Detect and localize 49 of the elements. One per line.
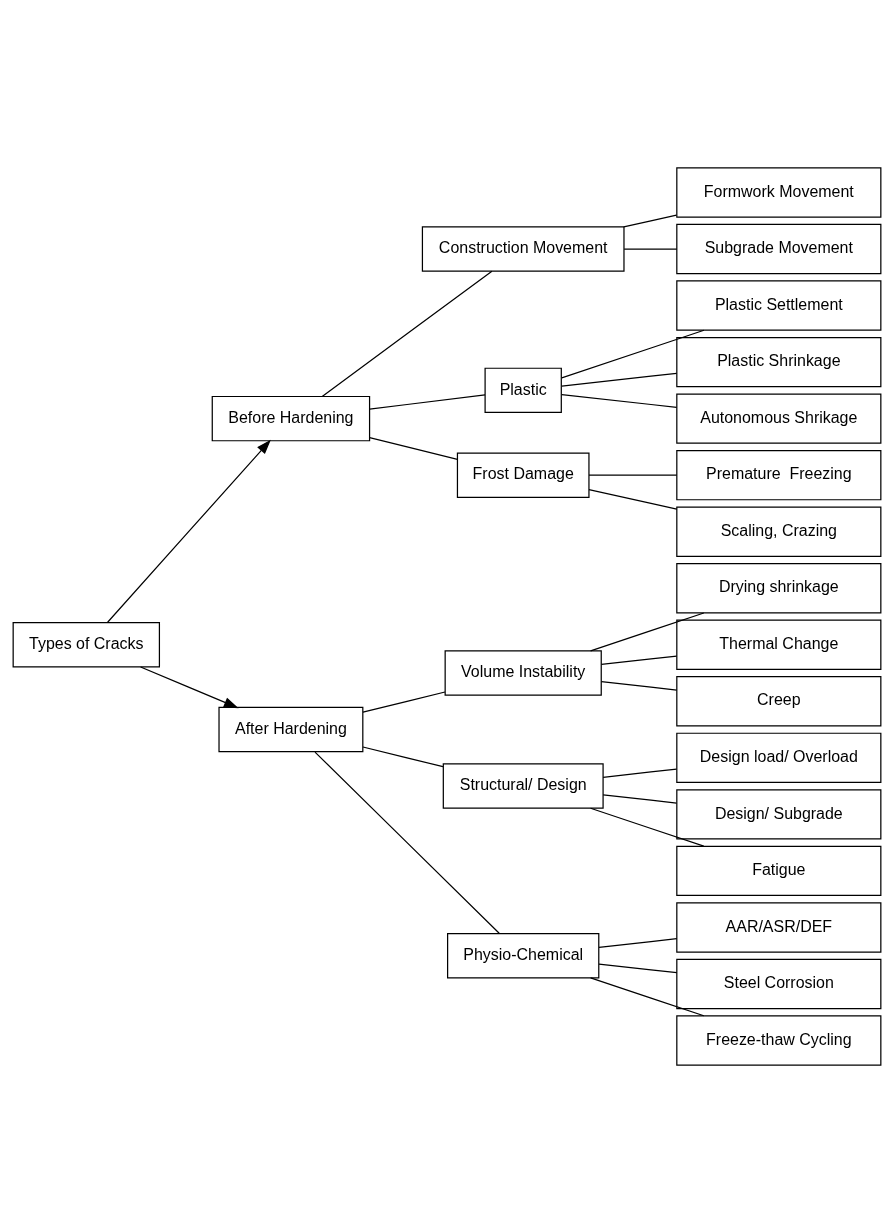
connector (600, 654, 678, 665)
node-box: Plastic Settlement (676, 279, 882, 331)
node-box: Before Hardening (211, 395, 371, 441)
node-box: Drying shrinkage (676, 562, 882, 613)
node-box: Plastic Shrinkage (676, 336, 882, 387)
connector (623, 213, 678, 227)
node-box: Types of Cracks (12, 621, 161, 667)
node-box: Steel Corrosion (676, 958, 882, 1009)
connector (588, 488, 678, 510)
node-box: AAR/ASR/DEF (676, 901, 882, 953)
node-box: Formwork Movement (676, 166, 882, 218)
node-box: Design/ Subgrade (676, 788, 882, 840)
connector (590, 807, 705, 847)
node-box: Autonomous Shrikage (676, 392, 882, 444)
node-box: Physio-Chemical (447, 932, 600, 978)
connector (623, 247, 678, 250)
node-box: Subgrade Movement (676, 223, 882, 274)
node-box: Frost Damage (456, 451, 590, 498)
connector (369, 436, 459, 460)
node-box: Construction Movement (421, 225, 625, 272)
connector (321, 270, 493, 397)
connector (369, 393, 486, 410)
connector (602, 768, 678, 778)
node-box: Creep (676, 675, 882, 726)
arrow (140, 665, 239, 708)
node-box: Fatigue (676, 845, 882, 896)
connector (362, 690, 446, 713)
connector (561, 393, 678, 408)
connector (598, 937, 678, 948)
node-box: Design load/ Overload (676, 732, 882, 783)
connector (561, 329, 705, 378)
node-box: Scaling, Crazing (676, 506, 882, 557)
arrow (107, 439, 271, 623)
connector (600, 680, 678, 691)
node-box: Thermal Change (676, 619, 882, 670)
node-box: Volume Instability (444, 649, 602, 696)
connector (314, 750, 500, 934)
connector (588, 474, 678, 476)
connector (561, 372, 678, 387)
node-box: Structural/ Design (442, 762, 604, 809)
node-box: After Hardening (218, 706, 364, 752)
connector (602, 793, 678, 804)
connector (590, 611, 705, 651)
connector (590, 976, 705, 1016)
connector (362, 745, 444, 767)
node-box: Premature Freezing (676, 449, 882, 500)
connector (598, 962, 678, 973)
node-box: Plastic (484, 367, 562, 413)
node-box: Freeze-thaw Cycling (676, 1014, 882, 1066)
